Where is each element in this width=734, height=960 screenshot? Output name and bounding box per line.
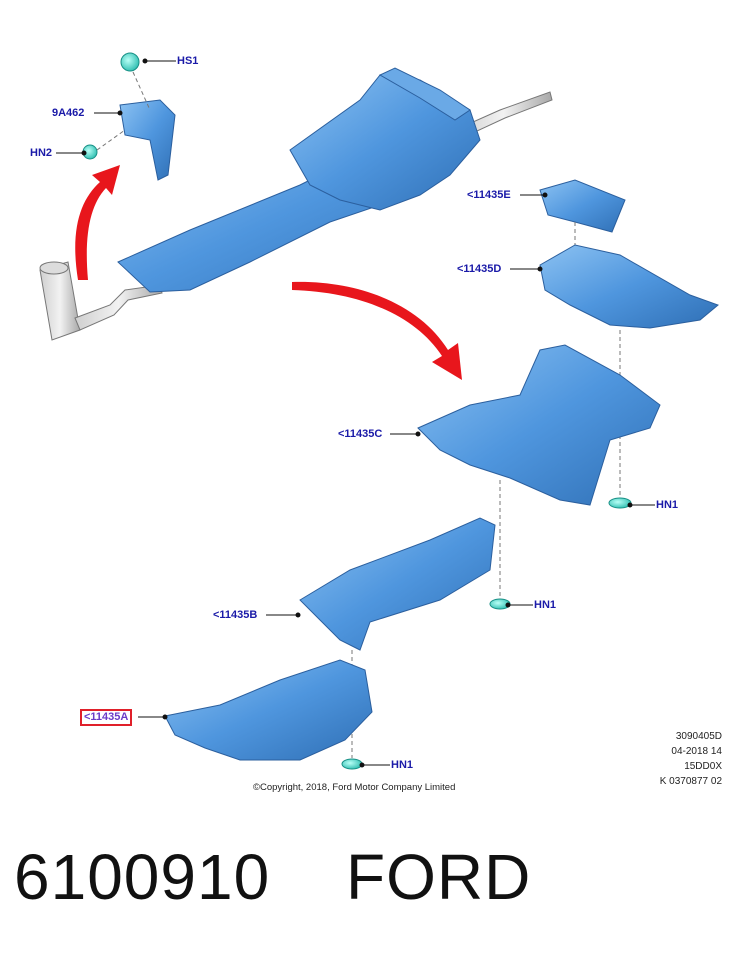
callout-11435c: <11435C: [338, 428, 383, 440]
red-arrow-down: [292, 281, 462, 380]
info-line-4: K 0370877 02: [659, 776, 722, 787]
callout-11435b: <11435B: [213, 609, 258, 621]
info-line-3: 15DD0X: [684, 761, 722, 772]
bracket-9a462: [82, 52, 176, 181]
heat-shield-11435a: [164, 659, 373, 770]
callout-11435e: <11435E: [467, 189, 511, 201]
callout-hs1: HS1: [177, 55, 199, 67]
callout-9a462: 9A462: [52, 107, 85, 119]
callout-11435a[interactable]: <11435A: [80, 709, 133, 726]
assembled-heat-shields: [117, 67, 481, 293]
callout-hn2: HN2: [30, 147, 53, 159]
brand-name: FORD: [346, 841, 532, 913]
callout-hn1-c: HN1: [656, 499, 679, 511]
red-arrow-up: [75, 165, 120, 280]
diagram-info-block: 3090405D 04-2018 14 15DD0X K 0370877 02: [660, 729, 722, 789]
exhaust-muffler: [39, 91, 553, 341]
copyright-notice: ©Copyright, 2018, Ford Motor Company Lim…: [253, 782, 456, 793]
callout-11435d: <11435D: [457, 263, 502, 275]
exploded-parts-diagram: [39, 52, 719, 770]
info-line-1: 3090405D: [675, 731, 722, 742]
part-number: 6100910: [14, 841, 271, 913]
info-line-2: 04-2018 14: [671, 746, 722, 757]
heat-shield-11435e: [539, 179, 626, 262]
callout-hn1-b: HN1: [534, 599, 557, 611]
leader-lines: [56, 58, 655, 768]
callout-hn1-a: HN1: [391, 759, 414, 771]
